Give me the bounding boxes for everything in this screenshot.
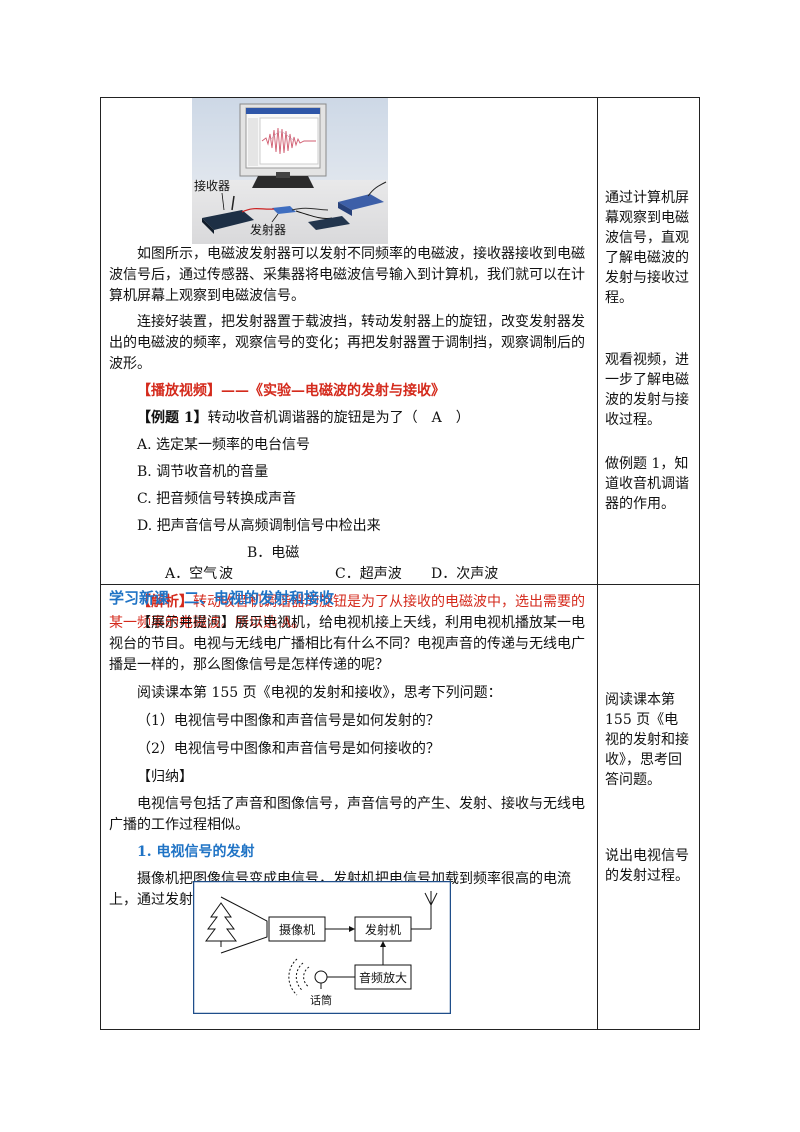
intro-text: 展示电视机，给电视机接上天线，利用电视机播放某一电视台的节目。电视与无线电广播相… [109,615,585,673]
analysis-text: 转动收音机调谐器的旋钮是为了从接收的电磁波中，选出需要的某一频率的电磁波。所以选… [109,594,585,631]
question-2: （2）电视信号中图像和声音信号是如何接收的？ [137,741,440,757]
reading-task: 阅读课本第 155 页《电视的发射和接收》，思考下列问题： [137,685,502,701]
side-note-4: 阅读课本第 155 页《电视的发射和接收》，思考回答问题。 [605,692,689,788]
camera-box [268,916,326,942]
summary-label: 【归纳】 [137,769,193,785]
experiment-description: 如图所示，电磁波发射器可以发射不同频率的电磁波，接收器接收到电磁波信号后，通过传… [109,246,585,304]
microphone-label: 话筒 [310,993,332,1007]
section-title: 学习新课 二、电视的发射和接收 [109,589,335,607]
scene-icon [205,902,237,947]
analysis: 【解析】转动收音机调谐器的旋钮是为了从接收的电磁波中，选出需要的某一频率的电磁波… [109,592,589,634]
choice-item: D．次声波 [431,566,499,582]
choice-item: A．空气 [165,566,218,582]
side-note-2: 观看视频，进一步了解电磁波的发射与接收过程。 [605,352,689,428]
choice-item: C．超声波 [335,566,402,582]
side-note-5: 说出电视信号的发射过程。 [605,848,689,884]
collector-device-icon [338,194,384,210]
section2-content: 学习新课 二、电视的发射和接收 【展示并提问】展示电视机，给电视机接上天线，利用… [109,588,589,911]
example-label: 【例题 1】 [137,410,208,426]
question-1: （1）电视信号中图像和声音信号是如何发射的？ [137,713,440,729]
option-c: C. 把音频信号转换成声音 [137,491,297,507]
option-b: B. 调节收音机的音量 [137,464,269,480]
column-divider [597,98,598,1029]
video-link[interactable]: 【播放视频】——《实验—电磁波的发射与接收》 [137,383,445,399]
summary-text: 电视信号包括了声音和图像信号，声音信号的产生、发射、接收与无线电广播的工作过程相… [109,796,585,833]
microphone-icon [314,970,355,989]
audio-amp-label: 音频放大 [359,970,407,985]
receiver-device-icon [202,210,254,230]
analysis-label: 【解析】 [137,594,193,610]
transmitter-box-label: 发射机 [365,922,401,937]
receiver-label: 接收器 [194,178,230,193]
sound-wave-icon [288,958,310,996]
transmitter-label: 发射器 [250,222,286,237]
side-note-1: 通过计算机屏幕观察到电磁波信号，直观了解电磁波的发射与接收过程。 [605,190,689,306]
row-divider [101,584,699,585]
lesson-table: 接收器 发射器 如图所示，电磁波发射器可以发射不同频率的电磁波，接收器接收到电磁… [100,97,700,1030]
choice-row: A．空气B．电磁波 C．超声波 D．次声波 [109,543,589,585]
experiment-steps: 连接好装置，把发射器置于载波挡，转动发射器上的旋钮，改变发射器发出的电磁波的频率… [109,314,585,372]
section1-content: 如图所示，电磁波发射器可以发射不同频率的电磁波，接收器接收到电磁波信号后，通过传… [109,244,589,634]
example-question: 【例题 1】转动收音机调谐器的旋钮是为了（ A ） [109,408,589,429]
camera-label: 摄像机 [279,922,315,937]
sub-heading: 1. 电视信号的发射 [137,844,255,860]
transmitter-device-icon [272,206,296,214]
audio-amp-box [354,964,412,990]
tv-transmission-diagram: 摄像机 发射机 音频放大 话筒 [193,881,451,1014]
example-text: 转动收音机调谐器的旋钮是为了（ A ） [207,410,470,426]
intro-label: 【展示并提问】 [137,615,235,631]
option-a: A. 选定某一频率的电台信号 [137,437,311,453]
option-d: D. 把声音信号从高频调制信号中检出来 [137,518,381,534]
intro-paragraph: 【展示并提问】展示电视机，给电视机接上天线，利用电视机播放某一电视台的节目。电视… [109,613,589,676]
antenna-icon [424,891,438,906]
side-note-3: 做例题 1，知道收音机调谐器的作用。 [605,456,689,512]
experiment-photo: 接收器 发射器 [192,98,388,244]
choice-item: B．电磁波 [219,545,300,582]
